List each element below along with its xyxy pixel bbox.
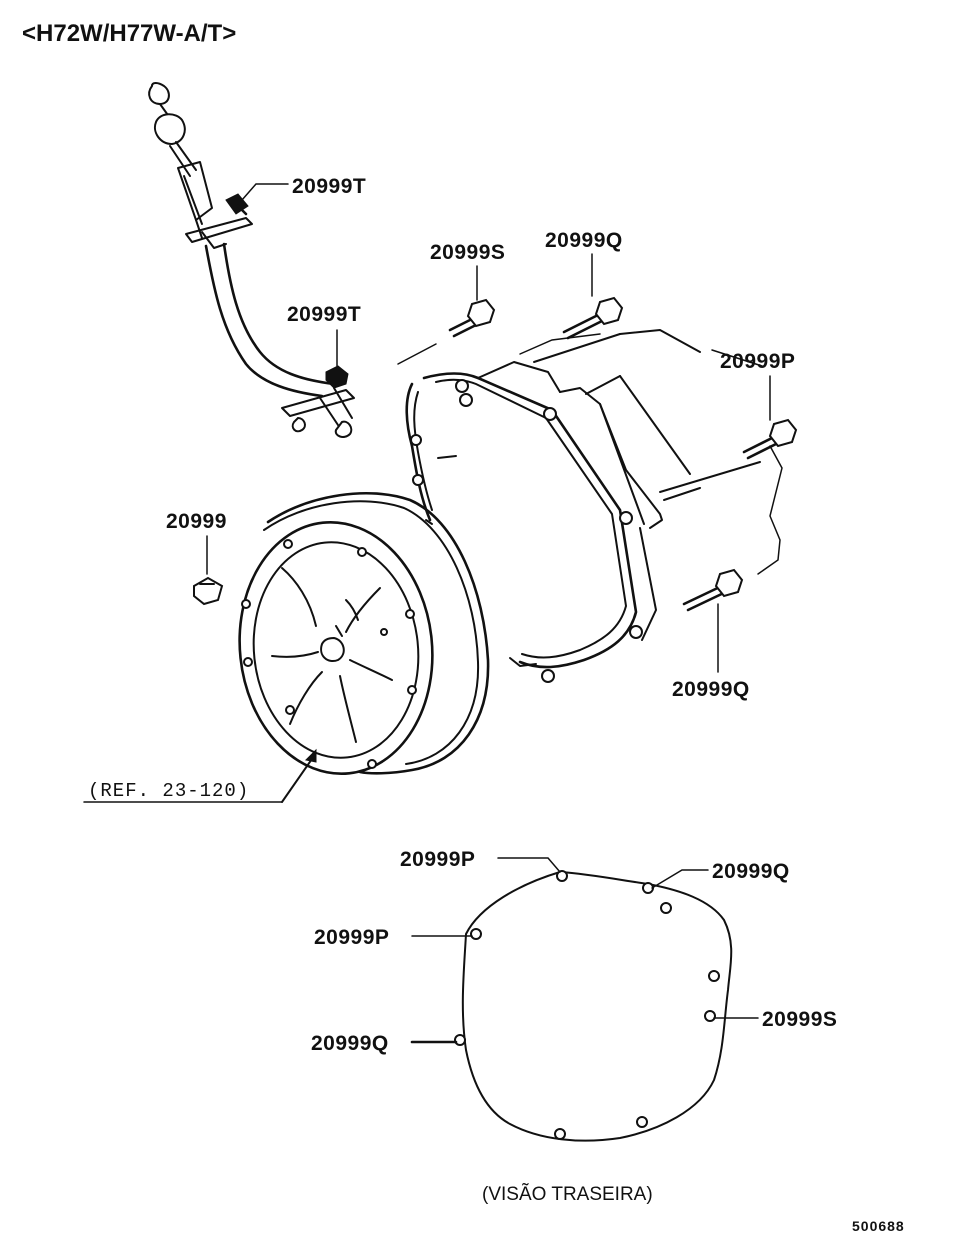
reference-label: (REF. 23-120) xyxy=(88,780,249,802)
dashed-line-2 xyxy=(519,333,601,355)
rear-view-housing xyxy=(454,870,733,1142)
dashed-line-1 xyxy=(397,343,437,365)
dipstick-assembly xyxy=(148,82,355,438)
dipstick-nut-lower xyxy=(325,365,349,389)
rear-leader-top-left xyxy=(497,857,561,873)
transmission-housing xyxy=(405,329,761,683)
callout-20999s-top: 20999S xyxy=(430,241,505,264)
bolt-20999q-top xyxy=(562,296,624,340)
callout-20999p-right: 20999P xyxy=(720,350,795,373)
diagram-title: <H72W/H77W-A/T> xyxy=(22,20,236,47)
dipstick-bolt-upper xyxy=(225,193,249,216)
bolt-20999q-right-lower xyxy=(682,568,744,612)
callout-20999q-right-lower: 20999Q xyxy=(672,678,750,701)
callout-20999q-top: 20999Q xyxy=(545,229,623,252)
dashed-line-4 xyxy=(757,445,783,575)
rear-leader-top-right xyxy=(651,869,709,889)
callout-20999t-lower: 20999T xyxy=(287,303,361,326)
ref-leader xyxy=(281,755,315,803)
rear-callout-left-lower: 20999Q xyxy=(311,1032,389,1055)
rear-view-caption: (VISÃO TRASEIRA) xyxy=(482,1183,653,1205)
callout-20999t-upper: 20999T xyxy=(292,175,366,198)
diagram-code: 500688 xyxy=(852,1218,905,1234)
arrow-head-icon xyxy=(304,748,317,763)
callout-20999: 20999 xyxy=(166,510,227,533)
bolt-20999s-top xyxy=(448,298,496,338)
plug-20999 xyxy=(193,576,224,606)
rear-callout-left-upper: 20999P xyxy=(314,926,389,949)
rear-callout-top-right: 20999Q xyxy=(712,860,790,883)
dashed-line-3 xyxy=(711,349,763,367)
torque-converter xyxy=(238,491,490,776)
leader-20999t-upper xyxy=(241,183,289,201)
rear-callout-top-left: 20999P xyxy=(400,848,475,871)
rear-callout-right: 20999S xyxy=(762,1008,837,1031)
bolt-20999p-right xyxy=(742,418,798,460)
